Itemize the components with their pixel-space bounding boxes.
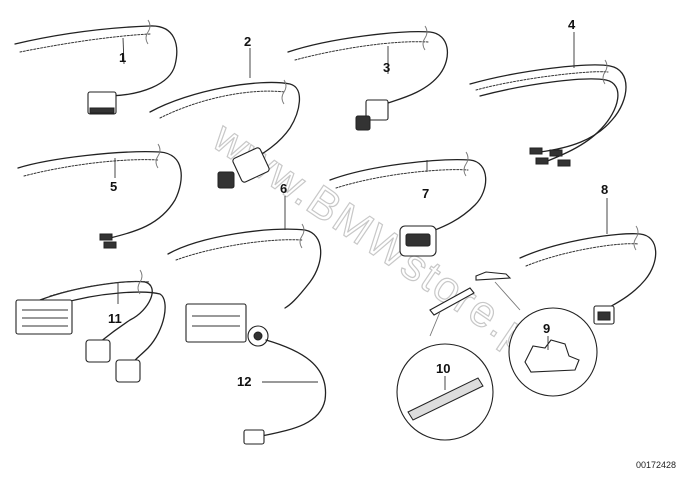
callout-8: 8 bbox=[601, 182, 608, 197]
wire-harness-12[interactable] bbox=[185, 303, 327, 445]
callout-11: 11 bbox=[108, 311, 122, 326]
wire-harness-8[interactable] bbox=[519, 198, 657, 325]
callout-2: 2 bbox=[244, 34, 251, 49]
wire-harness-11[interactable] bbox=[15, 269, 166, 383]
callout-7: 7 bbox=[422, 186, 429, 201]
callout-4: 4 bbox=[568, 17, 576, 32]
callout-9: 9 bbox=[543, 321, 550, 336]
diagram-id: 00172428 bbox=[636, 460, 676, 470]
wire-harness-3[interactable] bbox=[287, 25, 449, 131]
wire-harness-5[interactable] bbox=[17, 143, 182, 249]
callout-10: 10 bbox=[436, 361, 450, 376]
callout-5: 5 bbox=[110, 179, 117, 194]
wire-harness-2[interactable] bbox=[149, 48, 301, 189]
callout-1: 1 bbox=[119, 50, 126, 65]
callout-6: 6 bbox=[280, 181, 287, 196]
wire-harness-4[interactable] bbox=[469, 32, 627, 167]
wire-harness-6[interactable] bbox=[167, 196, 322, 309]
shrink-tube-10[interactable] bbox=[396, 287, 494, 441]
callout-3: 3 bbox=[383, 60, 390, 75]
callout-12: 12 bbox=[237, 374, 251, 389]
pin-contact-9[interactable] bbox=[475, 271, 598, 397]
wire-harness-1[interactable] bbox=[14, 19, 178, 115]
wire-harness-7[interactable] bbox=[329, 151, 487, 257]
